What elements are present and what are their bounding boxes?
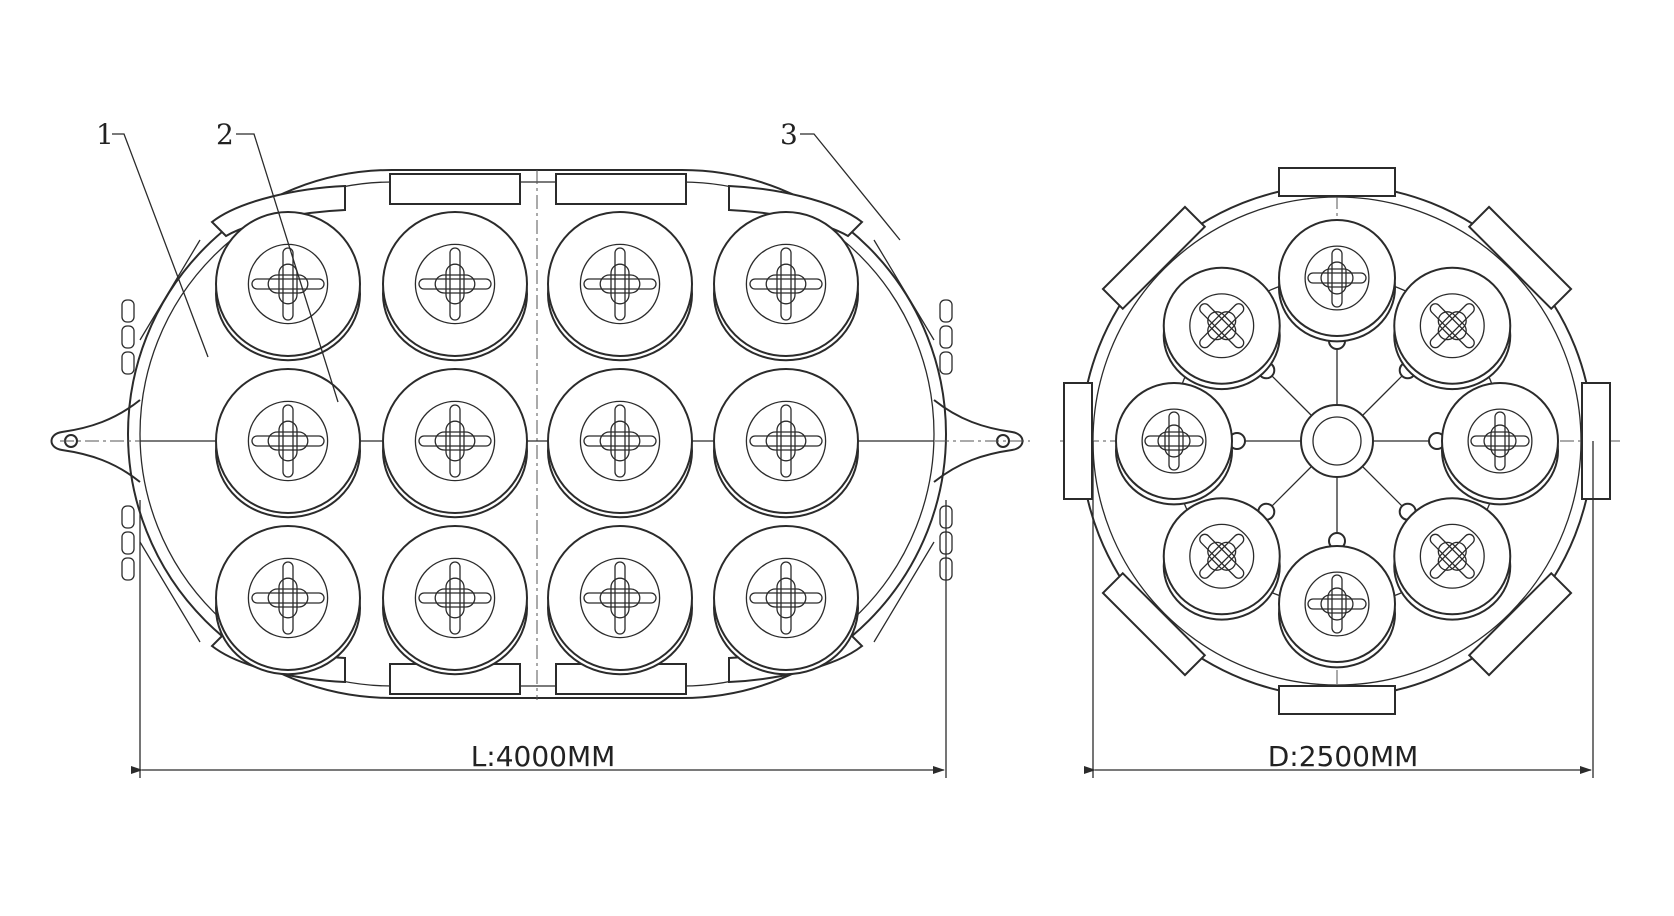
diameter-dimension: D:2500MM (1084, 441, 1594, 778)
tire (382, 368, 528, 519)
left-end-chain (121, 299, 135, 581)
end-view (1060, 167, 1620, 715)
end-pad (1581, 382, 1611, 500)
chain-cross-icon (749, 561, 823, 635)
leader-2 (236, 133, 339, 403)
label-1: 1 (96, 118, 114, 151)
end-pad (1467, 571, 1573, 677)
tire (1393, 266, 1512, 391)
leader-1 (112, 133, 209, 358)
chain-cross-icon (583, 561, 657, 635)
end-pad (1063, 382, 1093, 500)
end-pad (1467, 205, 1573, 311)
tire (547, 525, 693, 676)
chain-cross-icon (418, 247, 492, 321)
chain-cross-icon (418, 561, 492, 635)
chain-cross-icon (1429, 533, 1475, 579)
leader-3 (800, 133, 901, 241)
side-view (50, 169, 1030, 700)
tire (382, 525, 528, 676)
chain-cross-icon (251, 561, 325, 635)
chain-cross-icon (583, 247, 657, 321)
tire (713, 525, 859, 676)
tire (215, 525, 361, 676)
end-pads (1063, 167, 1611, 715)
end-pad (1278, 167, 1396, 197)
tire-grid (215, 211, 859, 676)
tire (547, 368, 693, 519)
label-3: 3 (780, 118, 798, 151)
diameter-label: D:2500MM (1268, 740, 1419, 773)
tire (1115, 382, 1233, 506)
callouts: 1 2 3 (96, 118, 901, 403)
end-tire-ring (1115, 219, 1559, 669)
chain-cross-icon (1429, 303, 1475, 349)
tire (713, 211, 859, 362)
tire (1278, 545, 1396, 669)
label-2: 2 (216, 118, 234, 151)
chain-cross-icon (1144, 411, 1204, 471)
length-dimension: L:4000MM (131, 500, 947, 778)
chain-cross-icon (1307, 574, 1367, 634)
chain-cross-icon (583, 404, 657, 478)
left-end-lug (50, 399, 141, 483)
chain-cross-icon (1307, 248, 1367, 308)
tire (1278, 219, 1396, 343)
tire (1162, 497, 1281, 621)
tire (215, 368, 361, 519)
chain-cross-icon (418, 404, 492, 478)
chain-cross-icon (749, 247, 823, 321)
chain-cross-icon (1470, 411, 1530, 471)
tire (1393, 497, 1512, 621)
chain-cross-icon (251, 247, 325, 321)
end-pad (1101, 571, 1207, 677)
tire (1441, 382, 1559, 506)
tire (547, 211, 693, 362)
chain-cross-icon (749, 404, 823, 478)
chain-cross-icon (1199, 303, 1245, 349)
end-pad (1101, 205, 1207, 311)
tire (215, 211, 361, 362)
tire (1162, 266, 1281, 391)
chain-cross-icon (251, 404, 325, 478)
tire (382, 211, 528, 362)
tire (713, 368, 859, 519)
central-hub (1300, 404, 1374, 478)
chain-cross-icon (1199, 533, 1245, 579)
length-label: L:4000MM (471, 740, 616, 773)
end-pad (1278, 685, 1396, 715)
